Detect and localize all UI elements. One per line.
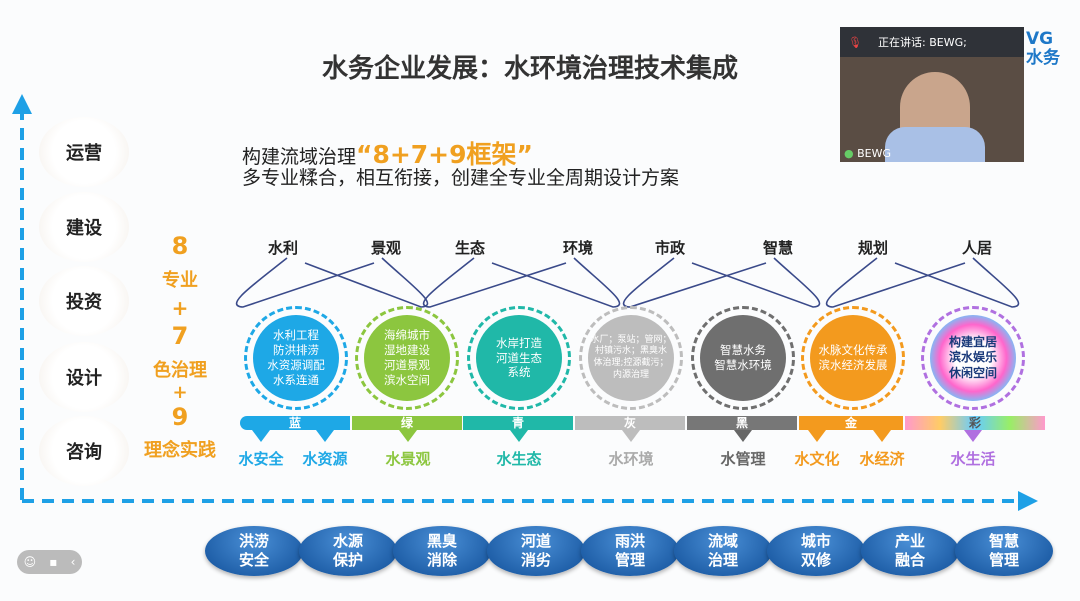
stage-4: 咨询 — [39, 416, 129, 486]
concept-label: 水管理 — [720, 450, 766, 468]
framework-item: 理念实践 — [144, 440, 216, 461]
goal-7: 产业 融合 — [861, 526, 959, 576]
goal-1: 水源 保护 — [299, 526, 397, 576]
speaker-shirt — [885, 127, 985, 162]
stage-1: 建设 — [39, 192, 129, 262]
concept-label: 水生态 — [496, 450, 542, 468]
concept-label: 水安全 — [238, 450, 284, 468]
circle-text: 智慧水务 智慧水环境 — [700, 315, 786, 401]
circle-text: 水厂；泵站；管网； 村镇污水；黑臭水 体治理;控源截污； 内源治理 — [588, 315, 674, 401]
pointer-triangle — [622, 430, 640, 442]
discipline-label: 规划 — [857, 239, 888, 257]
stage-3: 设计 — [39, 342, 129, 412]
goal-0: 洪涝 安全 — [205, 526, 303, 576]
goal-3: 河道 消劣 — [487, 526, 585, 576]
color-segment-3: 灰 — [575, 416, 685, 430]
subtitle-2: 多专业糅合，相互衔接，创建全专业全周期设计方案 — [242, 167, 680, 189]
goal-4: 雨洪 管理 — [581, 526, 679, 576]
goal-8: 智慧 管理 — [955, 526, 1053, 576]
emoji-icon[interactable]: ☺ — [23, 555, 37, 569]
technology-circle: 水利工程 防洪排涝 水资源调配 水系连通 — [244, 306, 348, 410]
framework-item: 色治理 — [153, 360, 207, 381]
technology-circle: 智慧水务 智慧水环境 — [691, 306, 795, 410]
discipline-label: 景观 — [370, 239, 401, 257]
stage-2: 投资 — [39, 266, 129, 336]
speaking-status: 正在讲话: BEWG; — [878, 36, 967, 49]
pointer-triangle — [399, 430, 417, 442]
technology-circle: 构建宜居 滨水娱乐 休闲空间 — [921, 306, 1025, 410]
framework-item: 9 — [171, 403, 189, 431]
discipline-label: 市政 — [654, 239, 685, 257]
stage-0: 运营 — [39, 117, 129, 187]
framework-item: + — [172, 382, 188, 403]
concept-label: 水生活 — [950, 450, 996, 468]
concept-label: 水景观 — [385, 450, 431, 468]
technology-circle: 水岸打造 河道生态 系统 — [467, 306, 571, 410]
circle-text: 水岸打造 河道生态 系统 — [476, 315, 562, 401]
mic-icon: ● — [844, 147, 854, 160]
subtitle: 构建流域治理“8+7+9框架” — [242, 140, 533, 169]
color-segment-1: 绿 — [352, 416, 462, 430]
speaker-video[interactable]: 🎙 正在讲话: BEWG; ● BEWG — [840, 27, 1024, 162]
discipline-label: 环境 — [562, 239, 593, 257]
goal-2: 黑臭 消除 — [393, 526, 491, 576]
circle-text: 水脉文化传承 滨水经济发展 — [810, 315, 896, 401]
color-segment-2: 青 — [463, 416, 573, 430]
circle-text: 构建宜居 滨水娱乐 休闲空间 — [930, 315, 1016, 401]
concept-label: 水经济 — [859, 450, 905, 468]
participant-name: ● BEWG — [844, 147, 892, 160]
color-segment-5: 金 — [799, 416, 903, 430]
discipline-label: 水利 — [267, 239, 298, 257]
pointer-triangle — [964, 430, 982, 442]
concept-label: 水资源 — [302, 450, 348, 468]
chat-widget[interactable]: ☺ ▪ ‹ — [17, 550, 82, 574]
goal-6: 城市 双修 — [767, 526, 865, 576]
pointer-triangle — [734, 430, 752, 442]
goal-5: 流域 治理 — [674, 526, 772, 576]
circle-text: 海绵城市 湿地建设 河道景观 滨水空间 — [364, 315, 450, 401]
framework-item: 8 — [171, 232, 189, 260]
discipline-label: 生态 — [454, 239, 485, 257]
framework-item: + — [171, 296, 189, 320]
discipline-label: 智慧 — [762, 239, 793, 257]
discipline-label: 人居 — [961, 239, 992, 257]
circle-text: 水利工程 防洪排涝 水资源调配 水系连通 — [253, 315, 339, 401]
framework-item: 7 — [171, 322, 189, 350]
pointer-triangle — [252, 430, 270, 442]
framework-item: 专业 — [162, 270, 198, 291]
mic-muted-icon[interactable]: 🎙 — [848, 35, 862, 49]
slide-title: 水务企业发展：水环境治理技术集成 — [321, 54, 738, 84]
pointer-triangle — [316, 430, 334, 442]
company-logo-partial: VG 水务 — [1026, 29, 1060, 68]
color-segment-0: 蓝 — [240, 416, 350, 430]
color-segment-6: 彩 — [905, 416, 1045, 430]
technology-circle: 水厂；泵站；管网； 村镇污水；黑臭水 体治理;控源截污； 内源治理 — [579, 306, 683, 410]
technology-circle: 海绵城市 湿地建设 河道景观 滨水空间 — [355, 306, 459, 410]
color-segment-4: 黑 — [687, 416, 797, 430]
pointer-triangle — [808, 430, 826, 442]
pointer-triangle — [873, 430, 891, 442]
technology-circle: 水脉文化传承 滨水经济发展 — [801, 306, 905, 410]
pointer-triangle — [510, 430, 528, 442]
message-icon[interactable]: ▪ — [49, 555, 58, 569]
collapse-chevron-icon[interactable]: ‹ — [70, 555, 76, 569]
concept-label: 水文化 — [794, 450, 840, 468]
concept-label: 水环境 — [608, 450, 654, 468]
